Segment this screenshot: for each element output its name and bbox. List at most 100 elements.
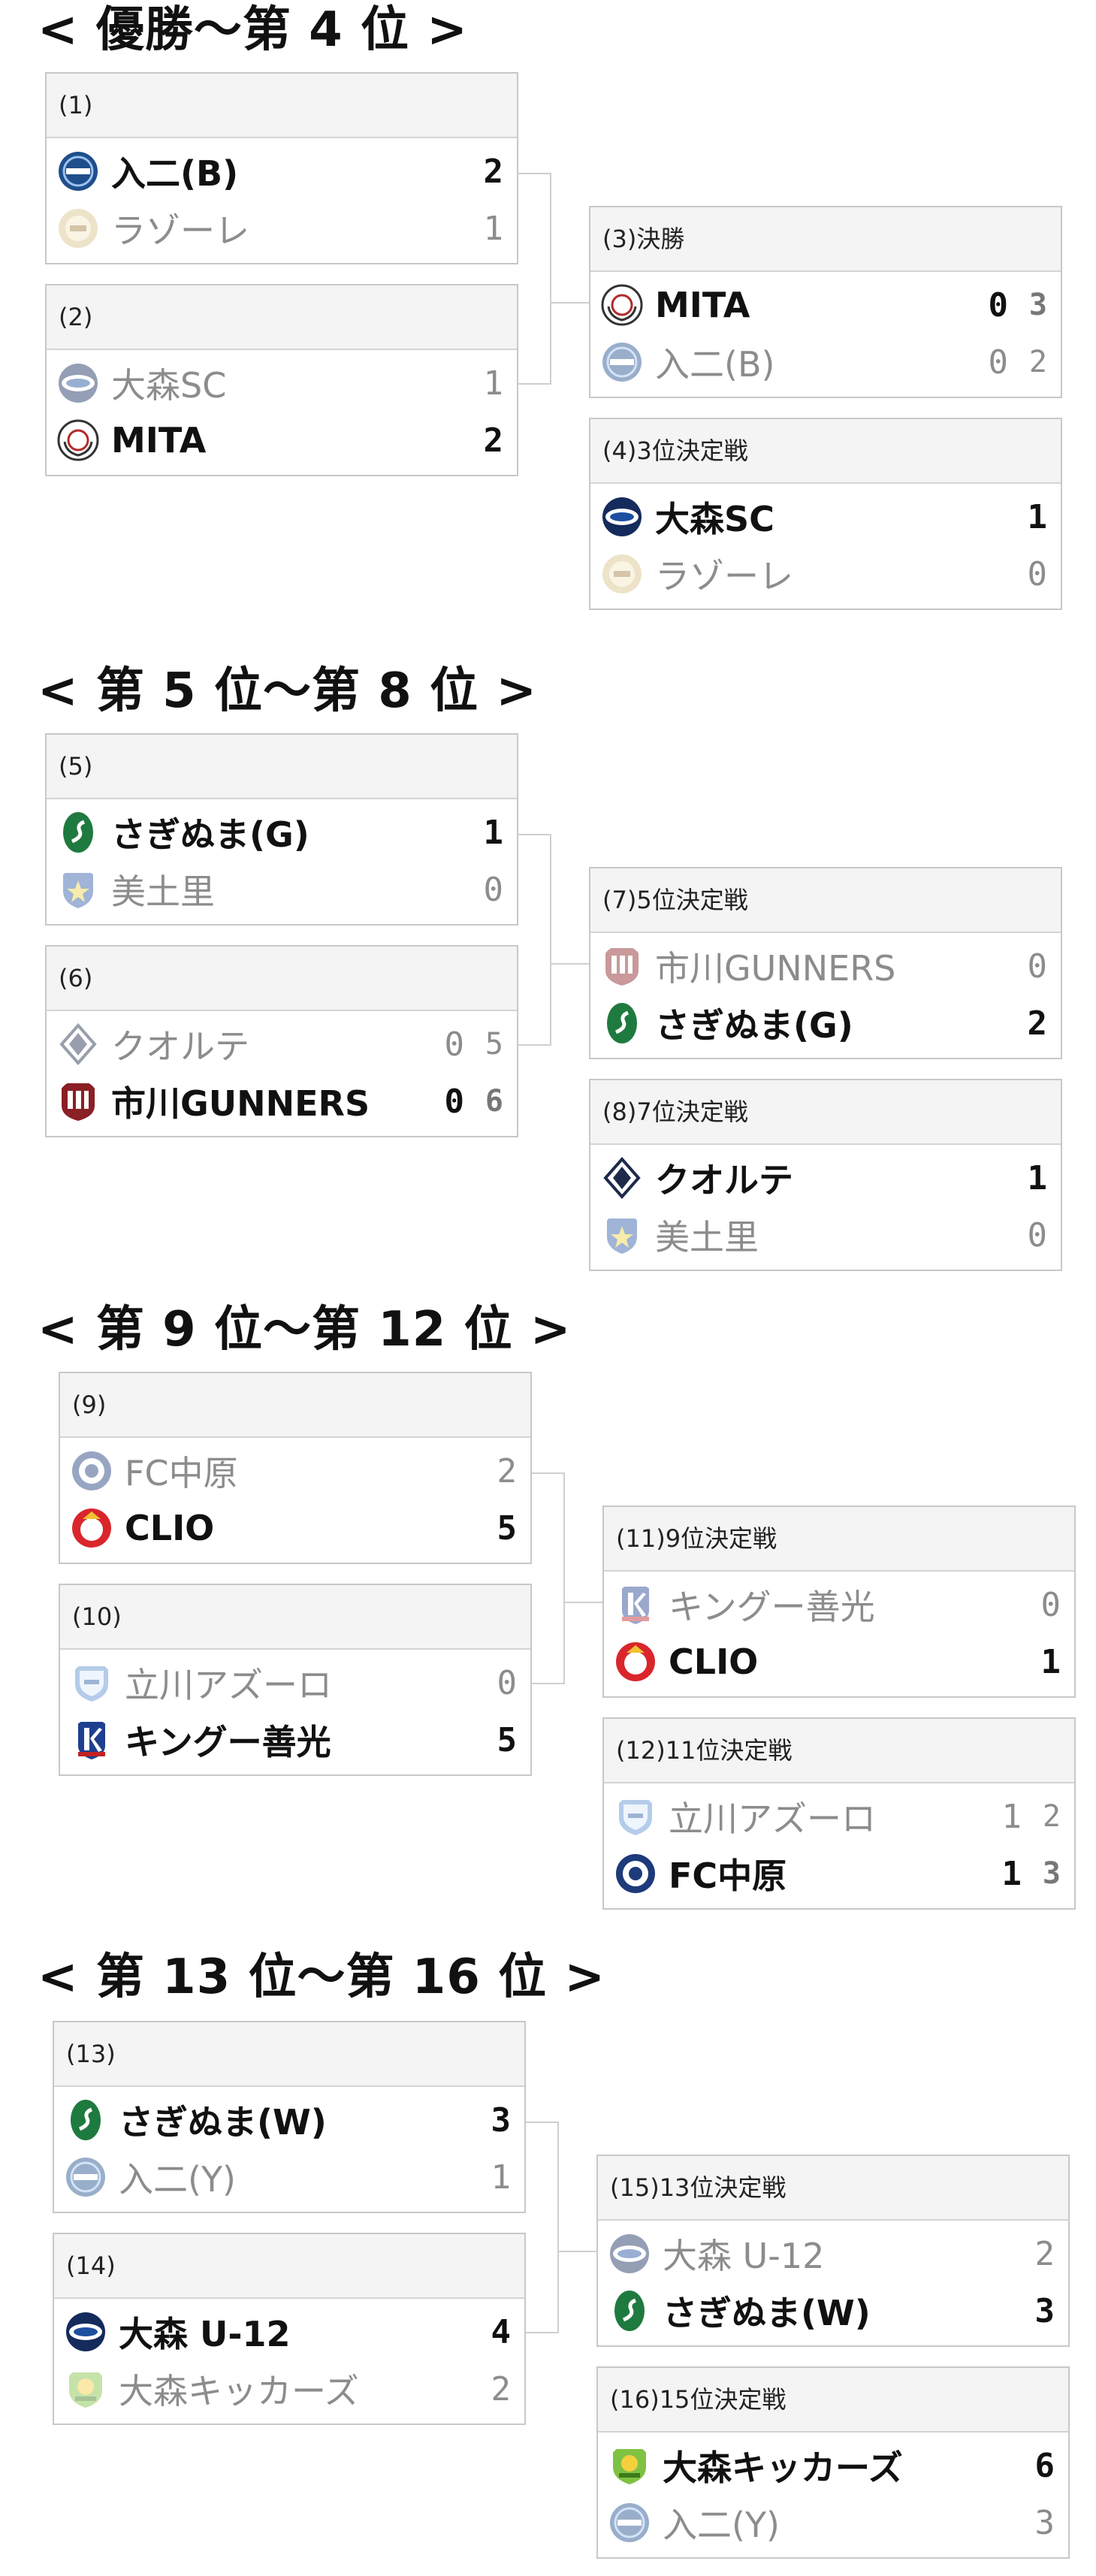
team-row: 大森キッカーズ 6 xyxy=(598,2437,1068,2494)
king-crest-icon xyxy=(614,1584,657,1626)
match-label: (9) xyxy=(60,1373,530,1438)
team-name: 入二(B) xyxy=(655,344,775,385)
section-title: < 優勝〜第 4 位 > xyxy=(38,2,468,58)
team-score: 1 xyxy=(483,364,504,403)
penalty-score: 2 xyxy=(1042,1799,1061,1834)
navy-crest-icon xyxy=(57,362,99,404)
navy-crest-icon xyxy=(65,2311,107,2353)
match-teams: 大森 U-12 4 大森キッカーズ 2 xyxy=(54,2299,524,2423)
team-name: ラゾーレ xyxy=(111,210,249,251)
team-row: 入二(B) 2 xyxy=(47,143,517,200)
team-row: 入二(Y)3 xyxy=(598,2494,1068,2551)
team-name: 大森 U-12 xyxy=(663,2236,825,2276)
team-score: 2 xyxy=(483,152,504,191)
bracket-connector xyxy=(518,834,551,1046)
match-label: (11)9位決定戦 xyxy=(604,1507,1074,1572)
green-crest-icon xyxy=(608,2290,651,2332)
team-name: 大森キッカーズ xyxy=(663,2448,903,2488)
team-score: 0 xyxy=(988,285,1009,325)
match-label: (10) xyxy=(60,1585,530,1650)
team-row: さぎぬま(W)3 xyxy=(598,2282,1068,2339)
team-score: 0 xyxy=(444,1025,465,1064)
team-row: クオルテ 1 xyxy=(590,1149,1061,1206)
laurel-crest-icon xyxy=(57,419,99,461)
diamond-crest-icon xyxy=(57,1023,99,1065)
match-label: (3)決勝 xyxy=(590,207,1061,272)
team-score: 0 xyxy=(1040,1585,1061,1624)
laurel-crest-icon xyxy=(601,284,643,326)
team-name: さぎぬま(G) xyxy=(111,814,309,855)
star-shield-crest-icon xyxy=(57,868,99,911)
team-name: クオルテ xyxy=(655,1160,793,1200)
green-crest-icon xyxy=(57,811,99,853)
bracket-connector xyxy=(551,963,589,965)
team-score: 0 xyxy=(1027,947,1048,986)
match-card: (16)15位決定戦大森キッカーズ 6 入二(Y)3 xyxy=(596,2366,1070,2559)
team-row: 大森 U-12 4 xyxy=(54,2303,524,2360)
team-name: 立川アズーロ xyxy=(125,1665,332,1705)
team-name: CLIO xyxy=(669,1641,759,1682)
team-score: 3 xyxy=(1034,2503,1055,2542)
team-score: 2 xyxy=(483,421,504,460)
bracket-connector xyxy=(518,173,551,385)
team-score: 2 xyxy=(497,1451,518,1490)
team-score: 1 xyxy=(1027,1158,1048,1197)
team-name: クオルテ xyxy=(111,1026,249,1067)
team-score: 1 xyxy=(483,813,504,852)
match-label: (6) xyxy=(47,947,517,1011)
match-label: (16)15位決定戦 xyxy=(598,2368,1068,2433)
gunners-crest-icon xyxy=(57,1080,99,1122)
team-name: さぎぬま(G) xyxy=(655,1005,853,1046)
team-name: 入二(B) xyxy=(111,153,239,194)
navy-crest-icon xyxy=(608,2233,651,2275)
kickers-crest-icon xyxy=(608,2445,651,2487)
team-score: 2 xyxy=(1034,2234,1055,2273)
team-score: 4 xyxy=(491,2312,512,2351)
match-label: (12)11位決定戦 xyxy=(604,1719,1074,1783)
green-crest-icon xyxy=(601,1002,643,1044)
match-label: (1) xyxy=(47,74,517,138)
team-name: 大森 U-12 xyxy=(119,2314,291,2354)
match-label: (4)3位決定戦 xyxy=(590,419,1061,484)
match-label: (15)13位決定戦 xyxy=(598,2156,1068,2221)
team-name: 大森キッカーズ xyxy=(119,2371,359,2411)
team-score: 0 xyxy=(988,343,1009,382)
team-name: 市川GUNNERS xyxy=(655,948,896,989)
team-score: 2 xyxy=(1027,1004,1048,1043)
team-score: 0 xyxy=(1027,1216,1048,1255)
azzurro-crest-icon xyxy=(614,1795,657,1838)
azzurro-crest-icon xyxy=(71,1662,113,1704)
team-row: 大森 U-12 2 xyxy=(598,2225,1068,2282)
match-card: (15)13位決定戦大森 U-12 2 さぎぬま(W)3 xyxy=(596,2155,1070,2347)
team-row: さぎぬま(G) 1 xyxy=(47,804,517,861)
match-label: (14) xyxy=(54,2234,524,2299)
team-name: 大森SC xyxy=(111,365,227,406)
bracket-connector xyxy=(532,1472,565,1684)
team-score: 2 xyxy=(491,2369,512,2408)
team-score: 1 xyxy=(1001,1797,1022,1836)
team-score: 0 xyxy=(1027,554,1048,593)
team-score: 6 xyxy=(1034,2446,1055,2485)
diamond-crest-icon xyxy=(601,1157,643,1199)
team-name: キングー善光 xyxy=(669,1587,875,1627)
